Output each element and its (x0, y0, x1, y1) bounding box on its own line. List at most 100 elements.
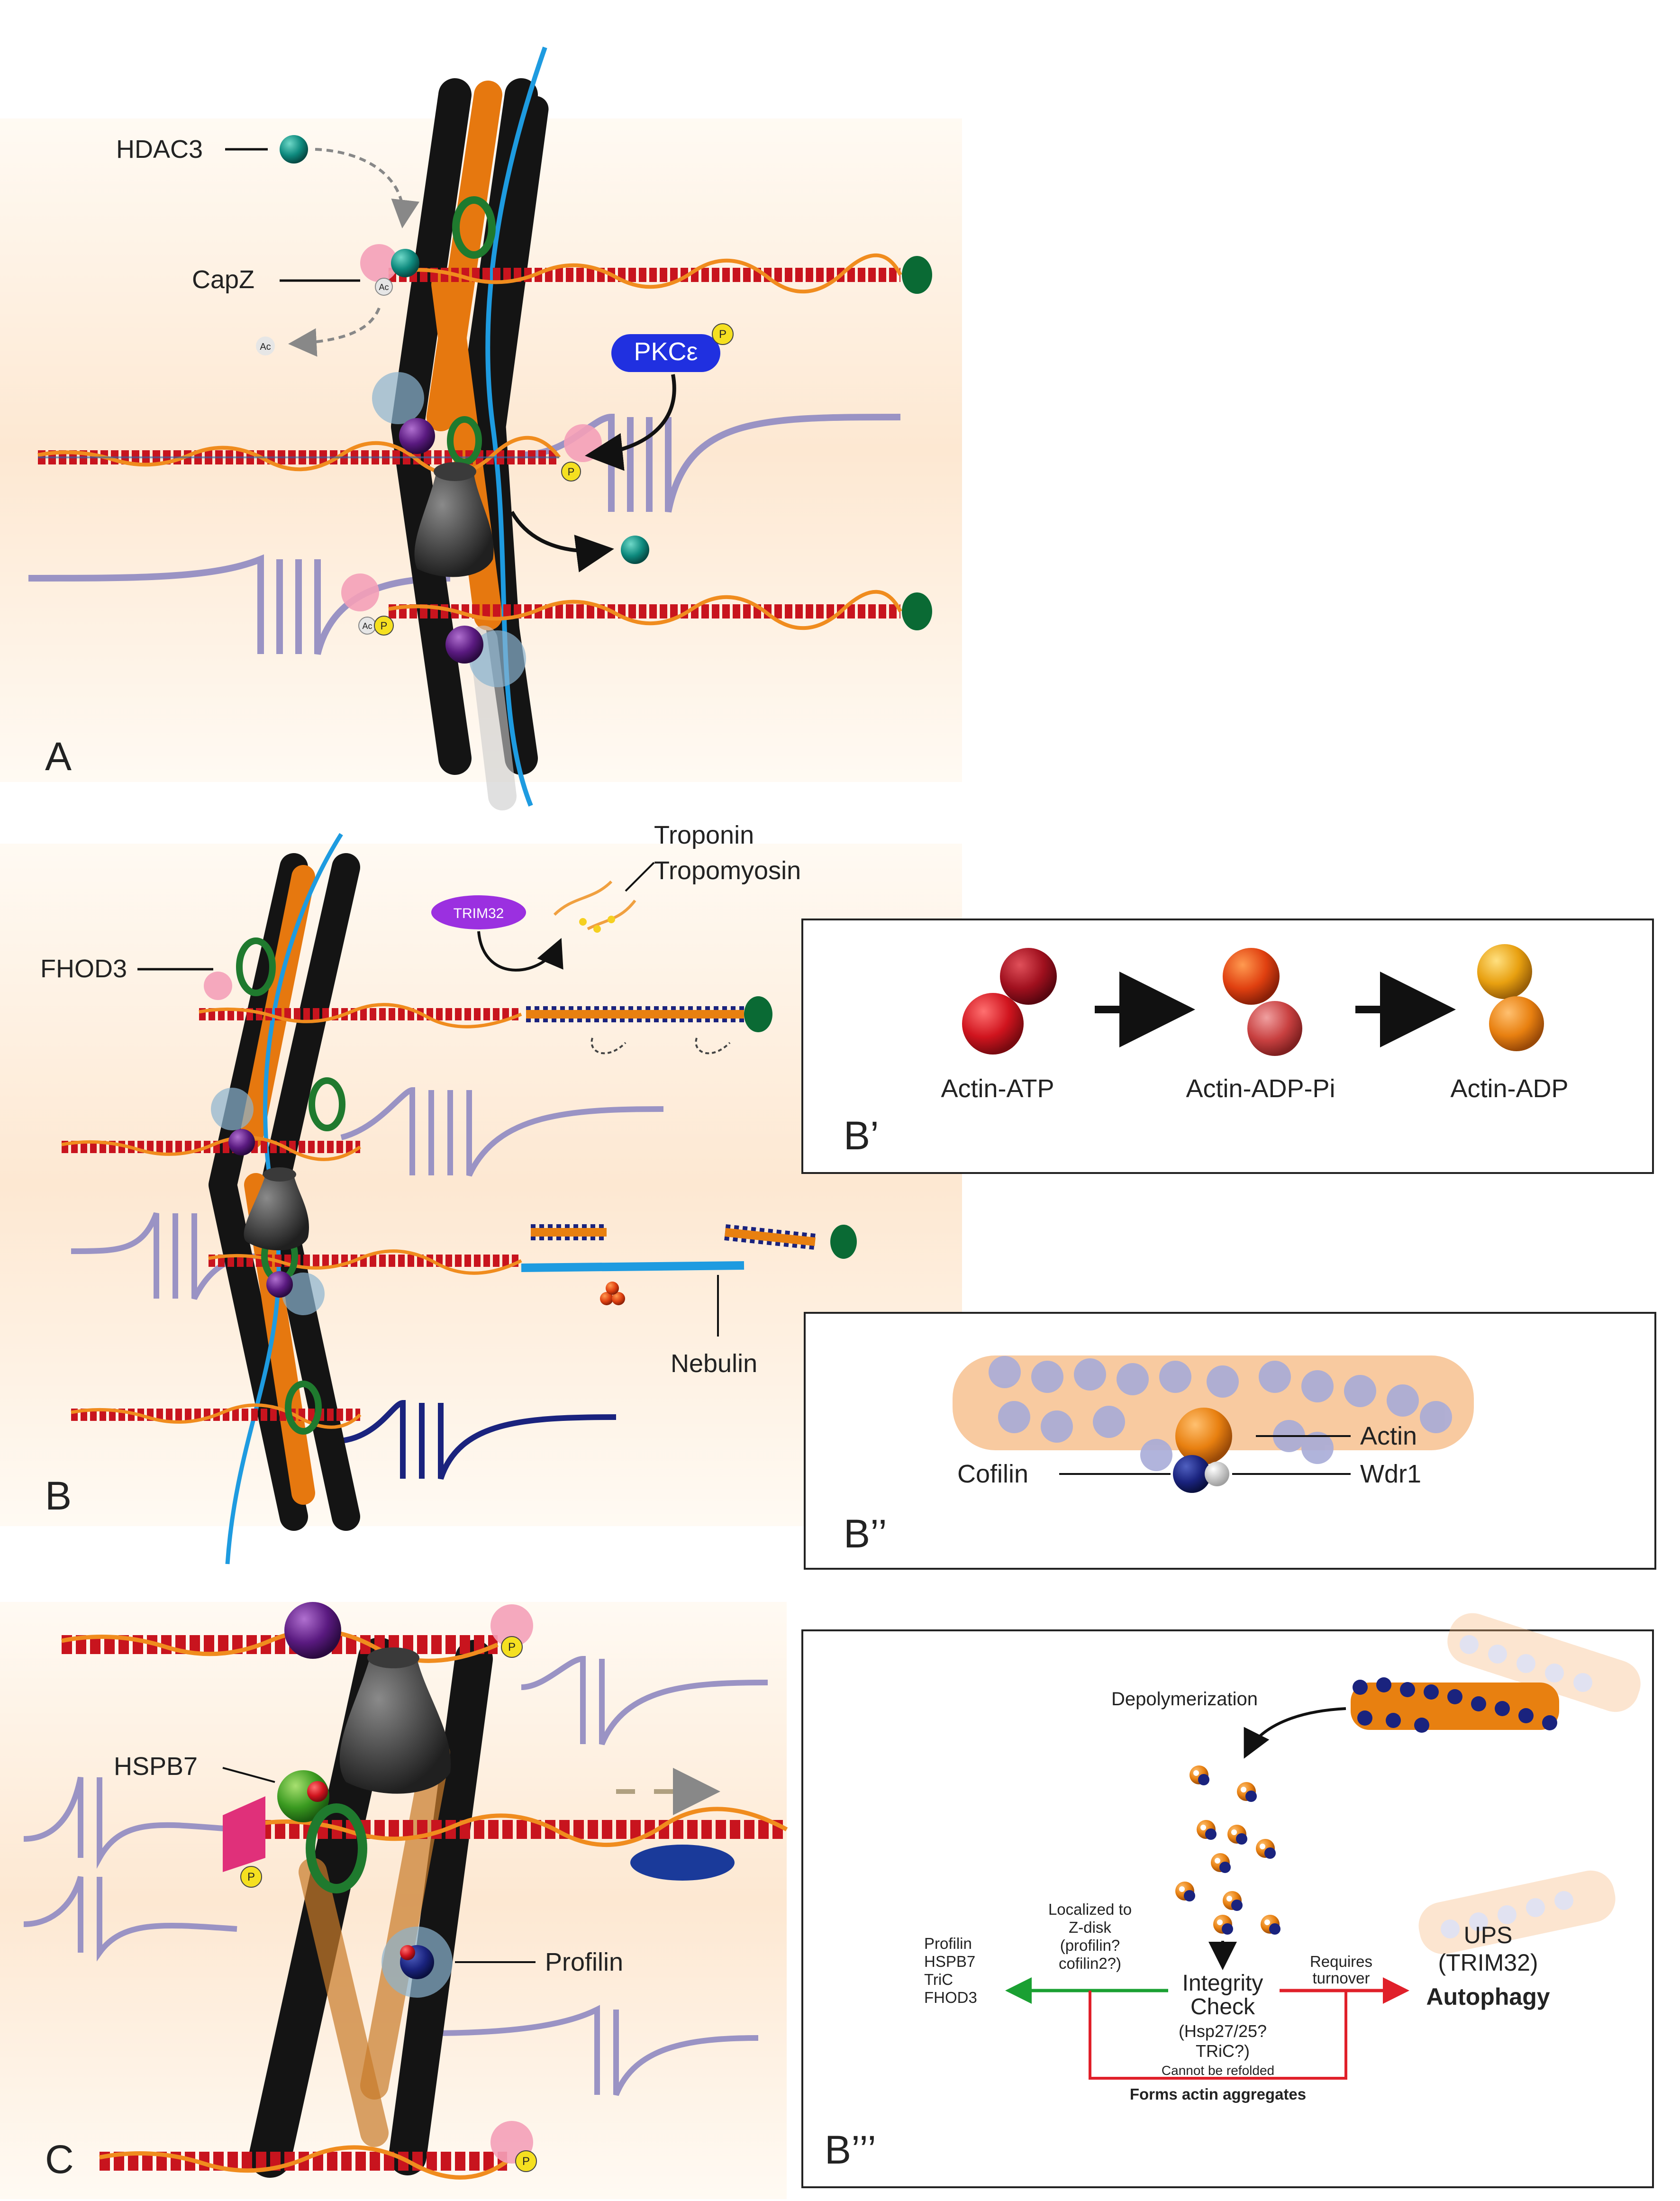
trim32-protein (431, 895, 526, 929)
capz-cone (223, 1796, 265, 1872)
localized-label-3: (profilin? (1060, 1937, 1120, 1954)
left-list-item: Profilin (924, 1935, 972, 1952)
fhod3-protein (204, 972, 232, 1000)
titin-strand (340, 1087, 664, 1177)
hspb7-actin (307, 1781, 328, 1802)
state-label-adp-pi: Actin-ADP-Pi (1186, 1074, 1335, 1103)
depolymerization-arrow (1244, 1707, 1346, 1759)
aggregate-loop (1089, 1991, 1347, 2080)
green-ring (306, 1803, 367, 1893)
troponin-label: Troponin (654, 821, 754, 849)
autophagy-label: Autophagy (1426, 1983, 1550, 2010)
hdac3-on-capz (391, 249, 419, 277)
purple-protein (445, 626, 483, 664)
capz-cap (490, 1604, 533, 1647)
troponin-fragment (579, 918, 587, 926)
troponin-leader (625, 862, 655, 892)
titin-strand (23, 1876, 237, 1962)
troponin-fragment (593, 925, 601, 933)
hspb7-leader (222, 1767, 275, 1783)
grey-barrel-protein (339, 1659, 451, 1794)
panel-b2-letter: B’’ (844, 1511, 887, 1556)
left-list-item: TriC (924, 1971, 953, 1988)
phospho-tag (712, 323, 734, 345)
hdac3-recruit-arrow (315, 148, 420, 228)
phospho-tag (501, 1636, 523, 1658)
state-label-adp: Actin-ADP (1450, 1074, 1568, 1103)
phospho-tag (515, 2150, 537, 2172)
chaperone-label-1: (Hsp27/25? (1179, 2021, 1267, 2041)
hdac3-release-arrow (510, 511, 614, 573)
titin-strand-dark (341, 1400, 617, 1480)
ups-label-1: UPS (1464, 1922, 1513, 1948)
titin-strand (426, 2005, 759, 2096)
green-ring (285, 1381, 322, 1435)
light-blue-protein (211, 1088, 254, 1130)
localized-label-4: cofilin2?) (1059, 1955, 1121, 1972)
pkc-epsilon (611, 334, 720, 372)
thin-filament (208, 1224, 857, 1305)
actin-adp-monomer (1477, 944, 1532, 999)
grey-barrel-protein (434, 462, 476, 481)
state-label-atp: Actin-ATP (941, 1074, 1054, 1103)
phospho-tag-label: P (568, 466, 575, 478)
green-ring (447, 416, 482, 465)
capz-cap (341, 573, 379, 611)
thin-filament (61, 1136, 362, 1161)
purple-protein (228, 1129, 255, 1155)
localized-label-1: Localized to (1048, 1901, 1132, 1918)
troponin-fragment (608, 916, 615, 923)
faded-filament (1418, 1613, 1641, 1955)
localized-label-2: Z-disk (1069, 1919, 1111, 1936)
actin-atp-monomer (1000, 948, 1057, 1005)
pkc-label: PKCε (634, 337, 698, 366)
actin-adp-pi-monomer (1223, 948, 1280, 1005)
panel-c-letter: C (45, 2137, 74, 2182)
wdr1-label: Wdr1 (1360, 1460, 1421, 1488)
panel-b1-letter: B’ (844, 1113, 879, 1158)
free-ac-tag (256, 337, 275, 355)
trim32-arrow (477, 931, 563, 972)
panel-b2: Actin Wdr1 Cofilin B’’ (804, 1312, 1656, 1570)
cofilin-label: Cofilin (957, 1460, 1028, 1488)
grey-barrel-protein (414, 474, 494, 577)
phospho-tag (374, 616, 394, 636)
green-ring (309, 1077, 345, 1131)
profilin-label: Profilin (545, 1948, 623, 1976)
purple-protein (399, 418, 435, 454)
tropomyosin-fragment (553, 880, 613, 916)
requires-label-1: Requires (1310, 1953, 1372, 1970)
nebulin-strand (521, 1261, 745, 1272)
actin-adp-monomer (1489, 996, 1544, 1051)
grey-barrel-protein (367, 1647, 419, 1668)
navy-protein (630, 1845, 735, 1881)
nebulin-label: Nebulin (671, 1349, 757, 1378)
profilin-actin (400, 1945, 415, 1960)
left-list-item: HSPB7 (924, 1953, 975, 1970)
hdac3-label: HDAC3 (116, 135, 203, 164)
panel-b3: Depolymerization Integrity Check (Hsp27/… (801, 1613, 1654, 2188)
green-ring (236, 937, 276, 996)
ac-tag-label: Ac (362, 621, 372, 631)
requires-label-2: turnover (1312, 1969, 1370, 1987)
capz-label: CapZ (192, 265, 254, 294)
depolymerization-label: Depolymerization (1111, 1689, 1258, 1710)
wdr1-subunit (1205, 1462, 1229, 1486)
thin-filament (71, 1403, 362, 1429)
titin-strand (28, 554, 451, 655)
actin-label: Actin (1360, 1422, 1417, 1450)
hspb7-label: HSPB7 (114, 1752, 198, 1781)
phospho-tag-label: P (381, 620, 388, 632)
light-blue-protein (372, 372, 424, 424)
aggregates-label: Forms actin aggregates (1130, 2085, 1306, 2103)
integrity-label-2: Check (1190, 1994, 1255, 2019)
grey-barrel-protein (244, 1175, 309, 1251)
integrity-label-1: Integrity (1182, 1971, 1263, 1996)
phospho-tag-label: P (508, 1641, 516, 1654)
grey-barrel-protein (263, 1167, 296, 1182)
actin-atp-monomer (962, 993, 1024, 1055)
fhod3-label: FHOD3 (40, 955, 127, 983)
ac-tag-label: Ac (379, 282, 389, 292)
left-list-item: FHOD3 (924, 1989, 977, 2006)
